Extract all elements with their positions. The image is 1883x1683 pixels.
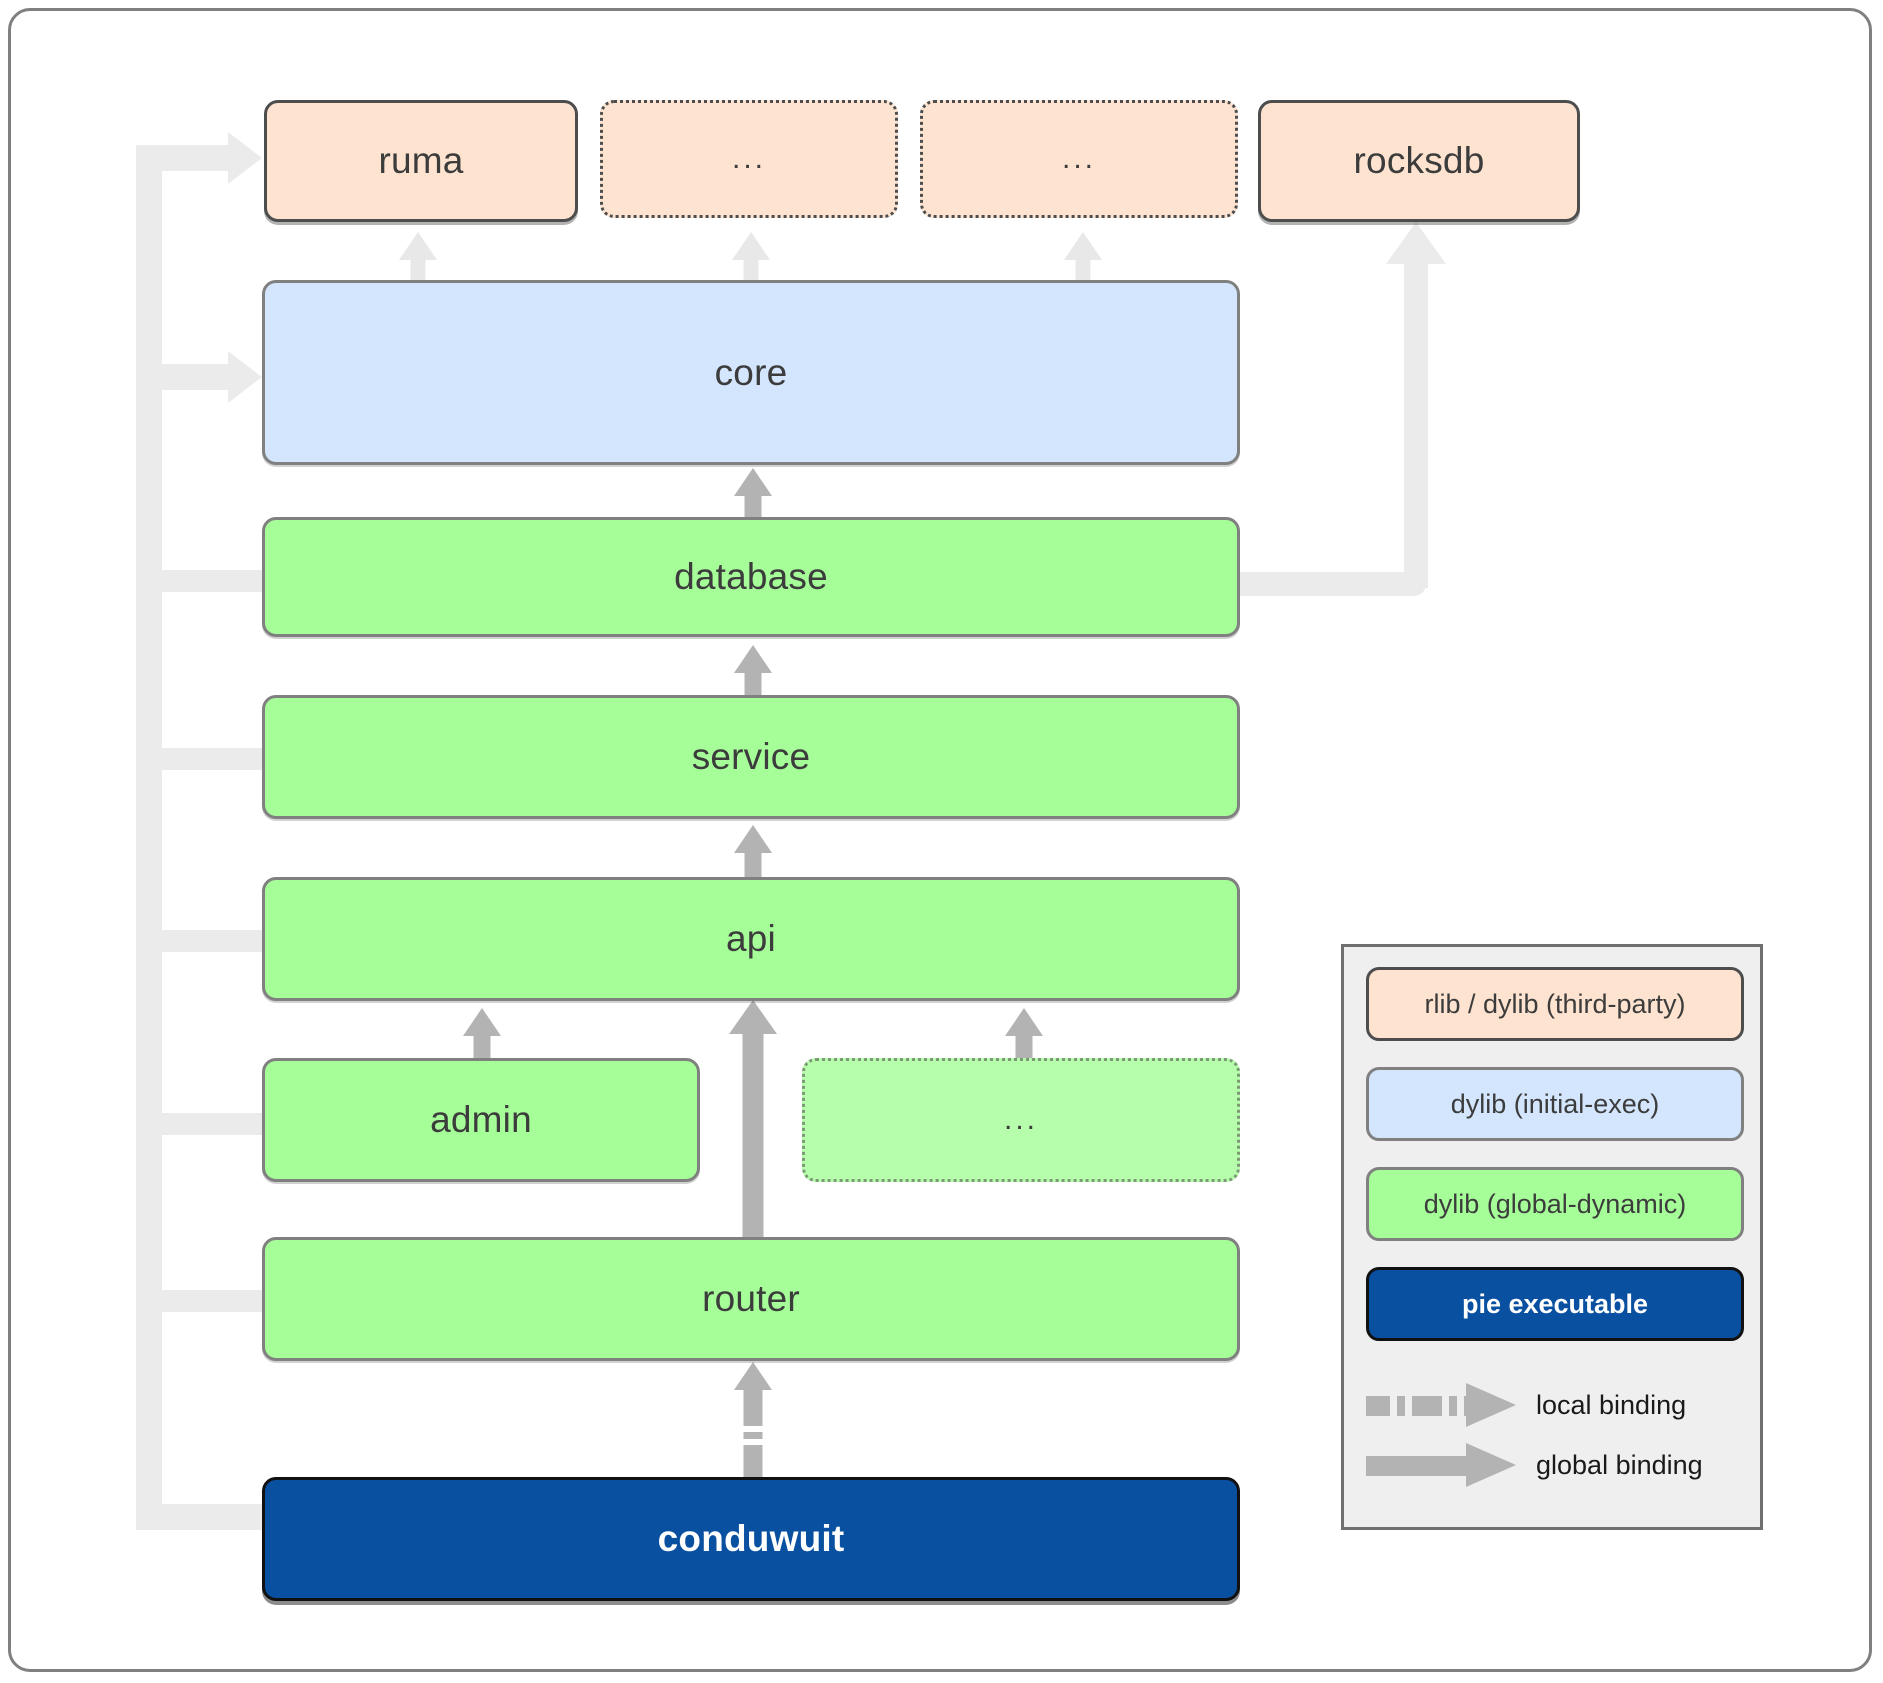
- legend-row-local-binding: local binding: [1366, 1377, 1748, 1433]
- legend-row-global-binding: global binding: [1366, 1437, 1748, 1493]
- local-binding-branch-router: [156, 1290, 268, 1312]
- local-binding-arrowhead-core: [228, 351, 262, 403]
- node-conduwuit[interactable]: conduwuit: [262, 1477, 1240, 1601]
- legend-swatch-initial-exec: dylib (initial-exec): [1366, 1067, 1744, 1141]
- node-label: core: [714, 351, 788, 393]
- edge-database-core: [730, 468, 776, 520]
- node-service[interactable]: service: [262, 695, 1240, 819]
- arrowshaft: [744, 667, 762, 697]
- node-label: ...: [1003, 1103, 1038, 1136]
- node-label: database: [674, 556, 828, 597]
- node-rocksdb[interactable]: rocksdb: [1258, 100, 1580, 222]
- arrow-gaps: [1366, 1396, 1478, 1416]
- arrowshaft: [473, 1030, 491, 1060]
- local-binding-branch-conduwuit: [136, 1504, 266, 1530]
- local-binding-branch-admin: [156, 1113, 268, 1135]
- arrow-tip: [1466, 1443, 1516, 1487]
- legend-swatch-third-party: rlib / dylib (third-party): [1366, 967, 1744, 1041]
- arrowhead: [734, 1362, 772, 1390]
- node-ruma[interactable]: ruma: [264, 100, 578, 222]
- local-binding-trunk: [136, 145, 162, 1530]
- node-label: ...: [1061, 142, 1096, 175]
- edge-core-third2: [728, 232, 774, 284]
- node-label: api: [726, 918, 776, 959]
- node-label: ...: [731, 142, 766, 175]
- arrowshaft: [743, 1388, 763, 1480]
- node-label: rocksdb: [1353, 140, 1485, 181]
- legend-binding-label: global binding: [1536, 1449, 1703, 1480]
- node-label: admin: [430, 1099, 532, 1140]
- local-binding-arrowhead-ruma: [228, 132, 262, 184]
- solid-arrow-icon: [1366, 1443, 1524, 1487]
- edge-core-ruma: [395, 232, 441, 284]
- local-binding-branch-api: [156, 930, 268, 952]
- edge-database-rocksdb-horizontal: [1234, 572, 1426, 596]
- legend-swatch-label: rlib / dylib (third-party): [1424, 988, 1686, 1019]
- node-database[interactable]: database: [262, 517, 1240, 637]
- legend-swatch-label: pie executable: [1461, 1288, 1649, 1319]
- arrow-tip: [1466, 1383, 1516, 1427]
- edge-database-rocksdb-arrowhead: [1386, 222, 1446, 264]
- node-third3[interactable]: ...: [920, 100, 1238, 218]
- arrowshaft: [744, 847, 762, 877]
- node-api[interactable]: api: [262, 877, 1240, 1001]
- edge-admin-api: [459, 1008, 505, 1060]
- arrow-bar: [1366, 1456, 1478, 1476]
- legend-swatch-label: dylib (initial-exec): [1450, 1088, 1660, 1119]
- arrowshaft: [743, 254, 759, 284]
- arrowshaft: [410, 254, 426, 284]
- local-binding-branch-core: [156, 364, 232, 390]
- node-admin[interactable]: admin: [262, 1058, 700, 1182]
- legend-panel: rlib / dylib (third-party) dylib (initia…: [1341, 944, 1763, 1530]
- local-binding-branch-ruma: [136, 145, 232, 171]
- arrowshaft: [1075, 254, 1091, 284]
- dashed-arrow-icon: [1366, 1383, 1524, 1427]
- node-router[interactable]: router: [262, 1237, 1240, 1361]
- legend-swatch-pie-executable: pie executable: [1366, 1267, 1744, 1341]
- local-binding-branch-database: [156, 570, 268, 592]
- node-third2[interactable]: ...: [600, 100, 898, 218]
- node-label: conduwuit: [657, 1518, 845, 1559]
- legend-swatch-global-dynamic: dylib (global-dynamic): [1366, 1167, 1744, 1241]
- edge-service-database: [730, 645, 776, 697]
- legend-binding-label: local binding: [1536, 1389, 1687, 1420]
- edge-conduwuit-router: [726, 1362, 780, 1480]
- legend-swatch-label: dylib (global-dynamic): [1423, 1188, 1687, 1219]
- arrowshaft: [742, 1025, 764, 1240]
- local-binding-branch-service: [156, 748, 268, 770]
- edge-core-third3: [1060, 232, 1106, 284]
- node-morecrate[interactable]: ...: [802, 1058, 1240, 1182]
- node-core[interactable]: core: [262, 280, 1240, 465]
- edge-morecrate-api: [1001, 1008, 1047, 1060]
- edge-router-api: [724, 1000, 782, 1240]
- edge-api-service: [730, 825, 776, 877]
- local-binding-dashes: [743, 1426, 763, 1445]
- node-label: service: [691, 736, 811, 777]
- arrowshaft: [744, 490, 762, 520]
- node-label: ruma: [378, 140, 464, 181]
- arrowshaft: [1015, 1030, 1033, 1060]
- edge-database-rocksdb-vertical: [1404, 258, 1428, 588]
- node-label: router: [702, 1278, 800, 1319]
